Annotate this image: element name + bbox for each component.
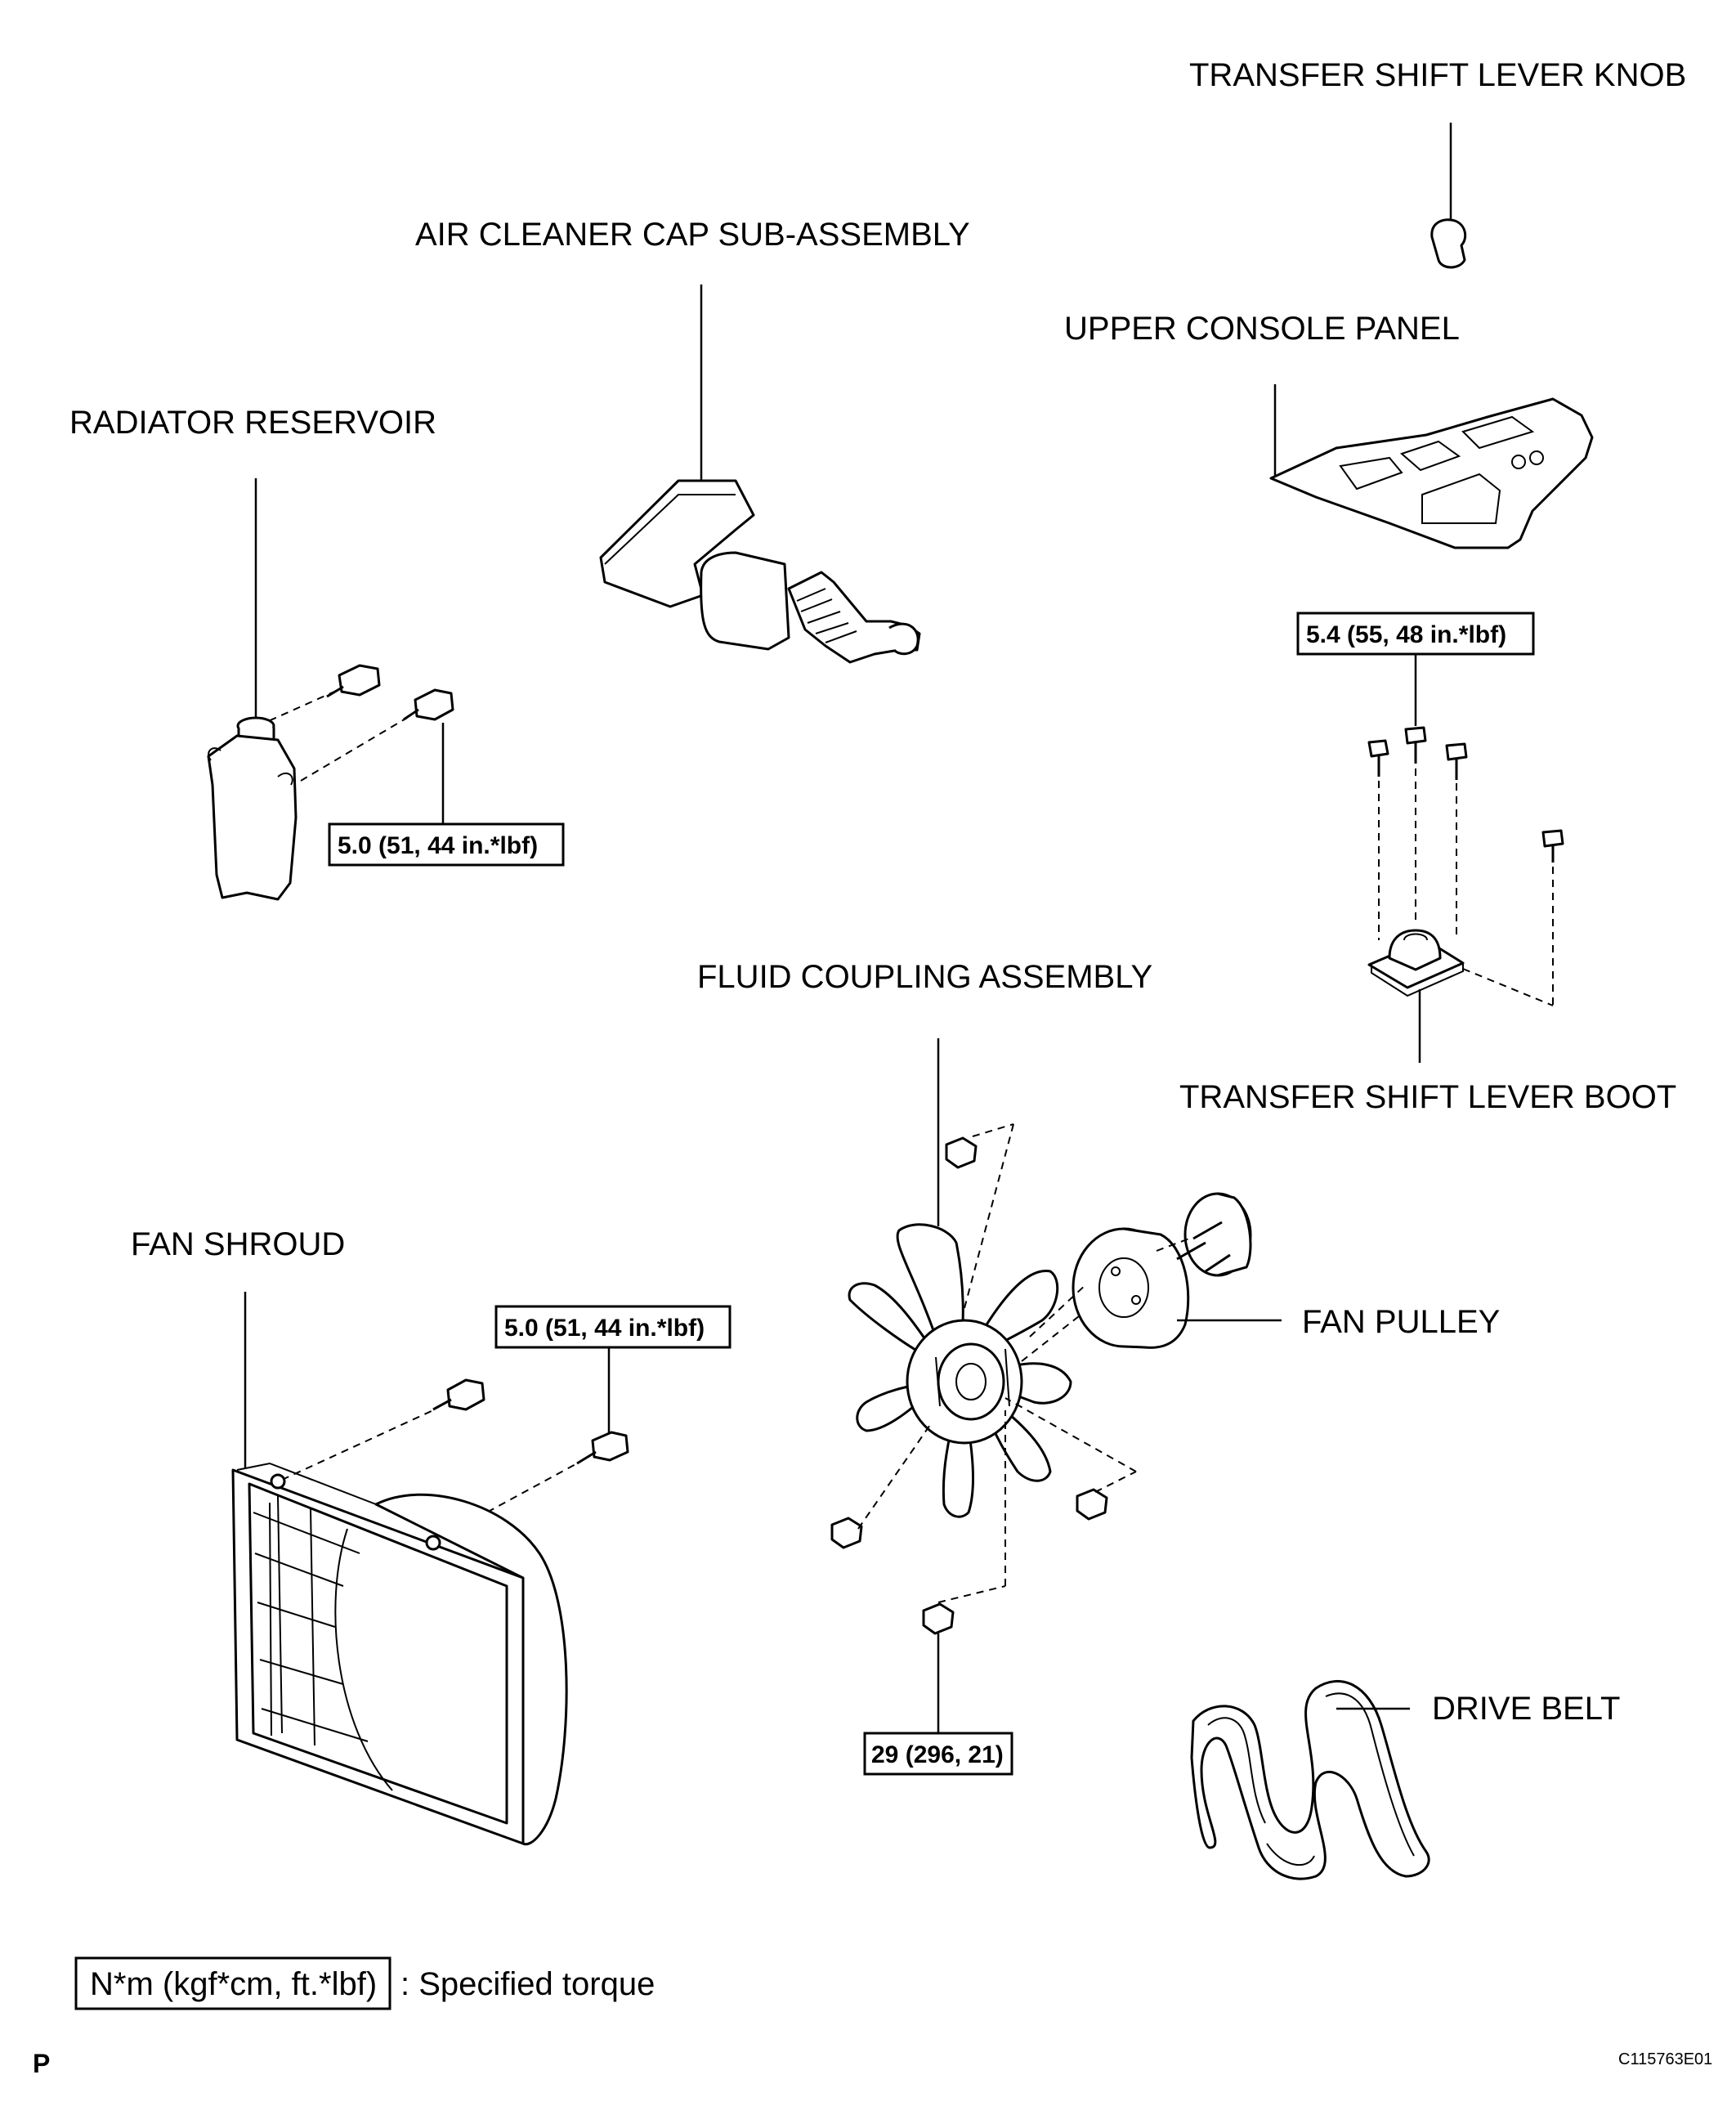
label-drive-belt: DRIVE BELT <box>1432 1691 1620 1727</box>
fan-pulley-hub-part <box>1176 1192 1252 1277</box>
dash-nut-bottom-a <box>937 1585 1006 1603</box>
torque-value-reservoir: 5.0 (51, 44 in.*lbf) <box>338 832 538 859</box>
page-letter: P <box>33 2049 50 2078</box>
label-fluid-coupling-assembly: FLUID COUPLING ASSEMBLY <box>697 959 1152 995</box>
air-cleaner-cap-part <box>599 479 921 664</box>
torque-box-fan-shroud: 5.0 (51, 44 in.*lbf) <box>494 1305 732 1435</box>
fluid-coupling-nut-top <box>945 1136 978 1169</box>
label-radiator-reservoir: RADIATOR RESERVOIR <box>69 405 436 441</box>
figure-code: C115763E01 <box>1618 2050 1712 2068</box>
fan-shroud-bolt-1 <box>432 1378 485 1411</box>
transfer-shift-lever-boot-part <box>1367 929 1465 997</box>
label-transfer-shift-lever-knob: TRANSFER SHIFT LEVER KNOB <box>1189 57 1686 93</box>
dash-nut-top-a <box>964 1123 1014 1309</box>
dash-nut-right-a <box>1094 1471 1137 1493</box>
torque-value-boot: 5.4 (55, 48 in.*lbf) <box>1306 621 1506 648</box>
dash-nut-left <box>857 1422 933 1530</box>
fluid-coupling-nut-bottom <box>922 1602 955 1635</box>
legend-torque-unit: N*m (kgf*cm, ft.*lbf) : Specified torque <box>74 1956 655 2010</box>
label-fan-shroud: FAN SHROUD <box>131 1226 345 1262</box>
torque-box-reservoir: 5.0 (51, 44 in.*lbf) <box>328 723 565 867</box>
torque-value-fan-shroud: 5.0 (51, 44 in.*lbf) <box>504 1315 705 1342</box>
fluid-coupling-nut-right <box>1076 1488 1108 1521</box>
drive-belt-part <box>1190 1680 1430 1880</box>
dash-shroud-bolt-1 <box>281 1409 434 1481</box>
torque-box-fluid-coupling: 29 (296, 21) <box>863 1633 1013 1776</box>
fan-pulley-part <box>1072 1227 1190 1349</box>
dash-boot-bolt-4-link <box>1462 968 1554 1006</box>
dash-reservoir-bolt-1 <box>257 688 342 727</box>
fluid-coupling-fan-part <box>848 1223 1072 1518</box>
label-transfer-shift-lever-boot: TRANSFER SHIFT LEVER BOOT <box>1179 1079 1676 1115</box>
dash-nut-top-b <box>972 1123 1014 1137</box>
dash-nut-right-b <box>1004 1397 1137 1472</box>
radiator-reservoir-bolt-1 <box>326 664 381 698</box>
legend-unit-box-text: N*m (kgf*cm, ft.*lbf) <box>90 1966 377 2002</box>
label-upper-console-panel: UPPER CONSOLE PANEL <box>1064 311 1460 347</box>
radiator-reservoir-bolt-2 <box>403 688 454 721</box>
upper-console-panel-part <box>1269 397 1594 549</box>
transfer-shift-lever-boot-bolts <box>1367 726 1564 863</box>
label-fan-pulley: FAN PULLEY <box>1302 1304 1500 1340</box>
transfer-shift-lever-knob-part <box>1430 218 1467 269</box>
legend-description: : Specified torque <box>400 1966 655 2002</box>
label-air-cleaner-cap: AIR CLEANER CAP SUB-ASSEMBLY <box>415 217 970 253</box>
fluid-coupling-nut-left <box>830 1517 863 1549</box>
dash-reservoir-bolt-2 <box>300 717 408 782</box>
dash-pulley-3 <box>1156 1238 1190 1252</box>
radiator-reservoir-part <box>207 716 298 901</box>
fan-shroud-bolt-2 <box>576 1431 629 1465</box>
torque-value-fluid-coupling: 29 (296, 21) <box>871 1741 1004 1768</box>
torque-box-boot: 5.4 (55, 48 in.*lbf) <box>1296 612 1535 726</box>
fan-shroud-part <box>231 1462 568 1846</box>
